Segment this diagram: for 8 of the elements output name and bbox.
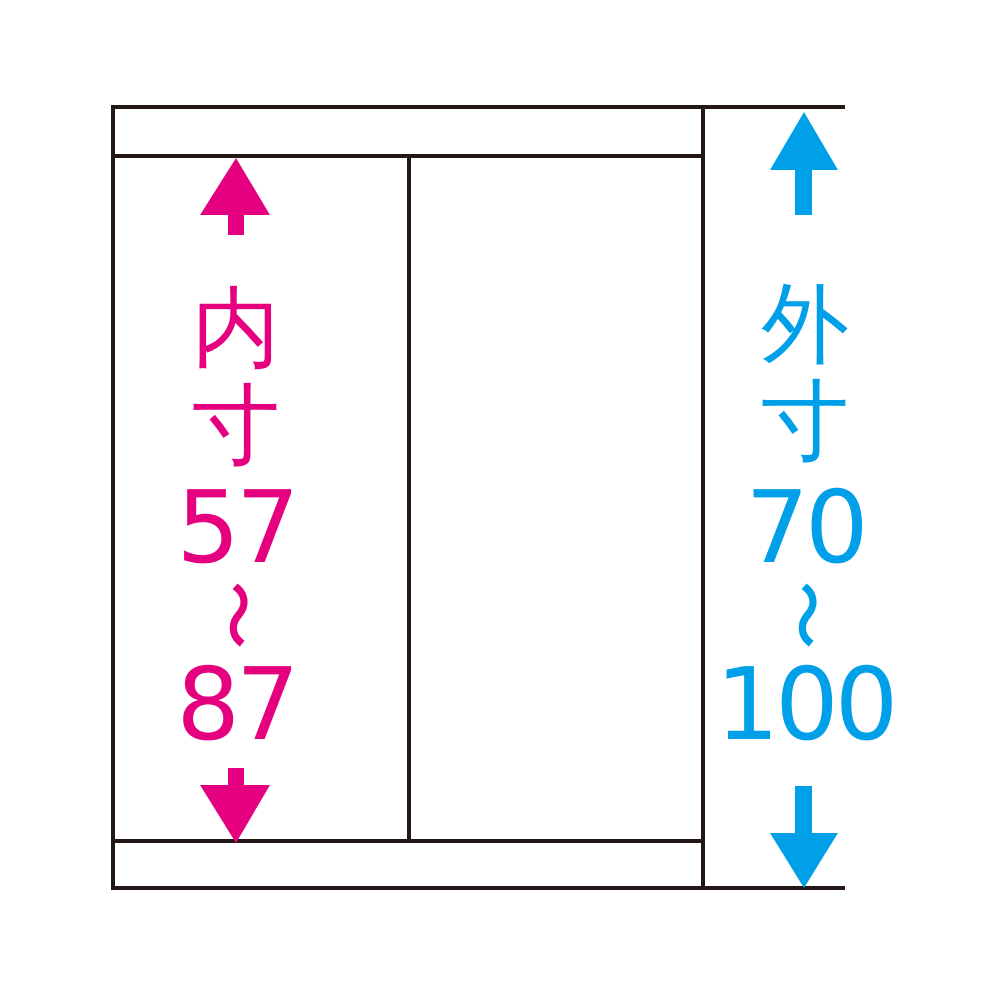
dimension-label: 外寸: [761, 276, 849, 470]
dimension-label: 〜: [770, 580, 840, 650]
dimension-label: 70: [745, 478, 865, 578]
dimension-label: 87: [176, 655, 296, 755]
dimension-label: 57: [176, 478, 296, 578]
dimension-label: 〜: [201, 580, 271, 650]
dimension-label: 100: [716, 655, 894, 755]
dimension-label: 内寸: [192, 280, 280, 474]
